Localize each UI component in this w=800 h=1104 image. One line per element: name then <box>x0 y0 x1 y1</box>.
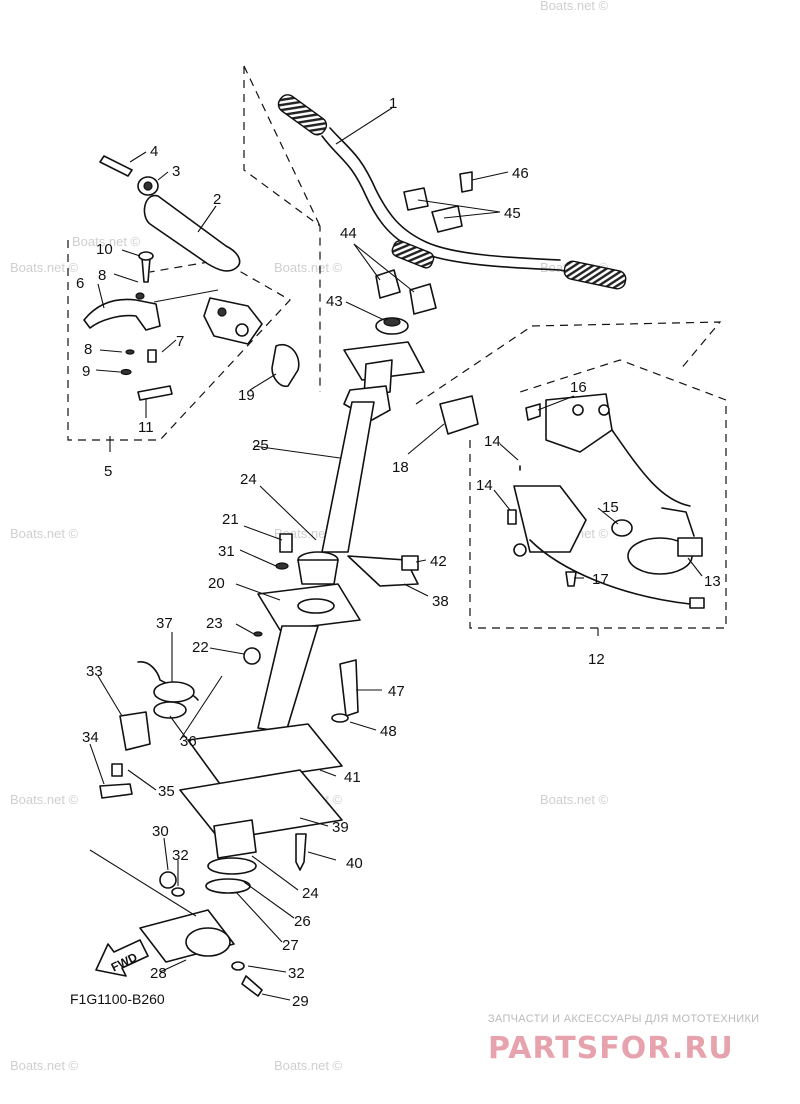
stop-switch-assembly <box>439 393 705 609</box>
callout-35: 35 <box>158 783 175 800</box>
callout-8b: 8 <box>84 341 92 358</box>
throttle-grip <box>99 155 241 272</box>
callout-21: 21 <box>222 511 239 528</box>
callout-32a: 32 <box>172 847 189 864</box>
brand-name: PARTSFOR.RU <box>488 1031 734 1066</box>
callout-4: 4 <box>150 143 158 160</box>
callout-44: 44 <box>340 225 357 242</box>
callout-18: 18 <box>392 459 409 476</box>
callout-16: 16 <box>570 379 587 396</box>
callout-48: 48 <box>380 723 397 740</box>
callout-29: 29 <box>292 993 309 1010</box>
callout-39: 39 <box>332 819 349 836</box>
callout-41: 41 <box>344 769 361 786</box>
watermark: Boats.net © <box>540 0 609 13</box>
handlebar-clamps <box>375 171 473 335</box>
watermark: Boats.net © <box>10 526 79 541</box>
callouts: 1 2 3 4 5 6 7 8 8 9 10 11 12 13 14 14 15… <box>76 95 721 1010</box>
watermark: Boats.net © <box>10 260 79 275</box>
throttle-lever-assembly <box>83 251 300 401</box>
handlebar <box>277 94 627 290</box>
callout-27: 27 <box>282 937 299 954</box>
callout-12: 12 <box>588 651 605 668</box>
leader-lines <box>89 107 703 1001</box>
diagram-code: F1G1100-B260 <box>70 991 165 1007</box>
callout-40: 40 <box>346 855 363 872</box>
fwd-arrow: FWD <box>95 939 149 977</box>
callout-36: 36 <box>180 733 197 750</box>
steering-column <box>139 341 425 963</box>
callout-15: 15 <box>602 499 619 516</box>
callout-20: 20 <box>208 575 225 592</box>
watermark: Boats.net © <box>274 1058 343 1073</box>
callout-10: 10 <box>96 241 113 258</box>
callout-11: 11 <box>138 419 154 436</box>
callout-25: 25 <box>252 437 269 454</box>
brand-tagline: ЗАПЧАСТИ И АКСЕССУАРЫ ДЛЯ МОТОТЕХНИКИ <box>488 1013 759 1025</box>
watermark: Boats.net © <box>10 1058 79 1073</box>
callout-14b: 14 <box>476 477 493 494</box>
callout-19: 19 <box>238 387 255 404</box>
start-switch-assembly <box>99 661 199 799</box>
callout-2: 2 <box>213 191 221 208</box>
callout-34: 34 <box>82 729 99 746</box>
callout-9: 9 <box>82 363 90 380</box>
callout-22: 22 <box>192 639 209 656</box>
callout-24b: 24 <box>302 885 319 902</box>
callout-17: 17 <box>592 571 609 588</box>
callout-1: 1 <box>389 95 397 112</box>
small-fasteners <box>159 533 419 997</box>
callout-46: 46 <box>512 165 529 182</box>
callout-45: 45 <box>504 205 521 222</box>
callout-47: 47 <box>388 683 405 700</box>
callout-43: 43 <box>326 293 343 310</box>
callout-6: 6 <box>76 275 84 292</box>
callout-42: 42 <box>430 553 447 570</box>
callout-13: 13 <box>704 573 721 590</box>
callout-8a: 8 <box>98 267 106 284</box>
callout-33: 33 <box>86 663 103 680</box>
watermark: Boats.net © <box>72 234 141 249</box>
callout-38: 38 <box>432 593 449 610</box>
callout-28: 28 <box>150 965 167 982</box>
callout-31: 31 <box>218 543 235 560</box>
brand-logo: ЗАПЧАСТИ И АКСЕССУАРЫ ДЛЯ МОТОТЕХНИКИ PA… <box>488 1013 759 1066</box>
callout-37: 37 <box>156 615 173 632</box>
callout-30: 30 <box>152 823 169 840</box>
watermark: Boats.net © <box>10 792 79 807</box>
callout-23: 23 <box>206 615 223 632</box>
callout-7: 7 <box>176 333 184 350</box>
callout-3: 3 <box>172 163 180 180</box>
callout-24a: 24 <box>240 471 257 488</box>
callout-14a: 14 <box>484 433 501 450</box>
callout-5: 5 <box>104 463 112 480</box>
watermark: Boats.net © <box>274 260 343 275</box>
callout-32b: 32 <box>288 965 305 982</box>
watermark: Boats.net © <box>540 792 609 807</box>
callout-26: 26 <box>294 913 311 930</box>
